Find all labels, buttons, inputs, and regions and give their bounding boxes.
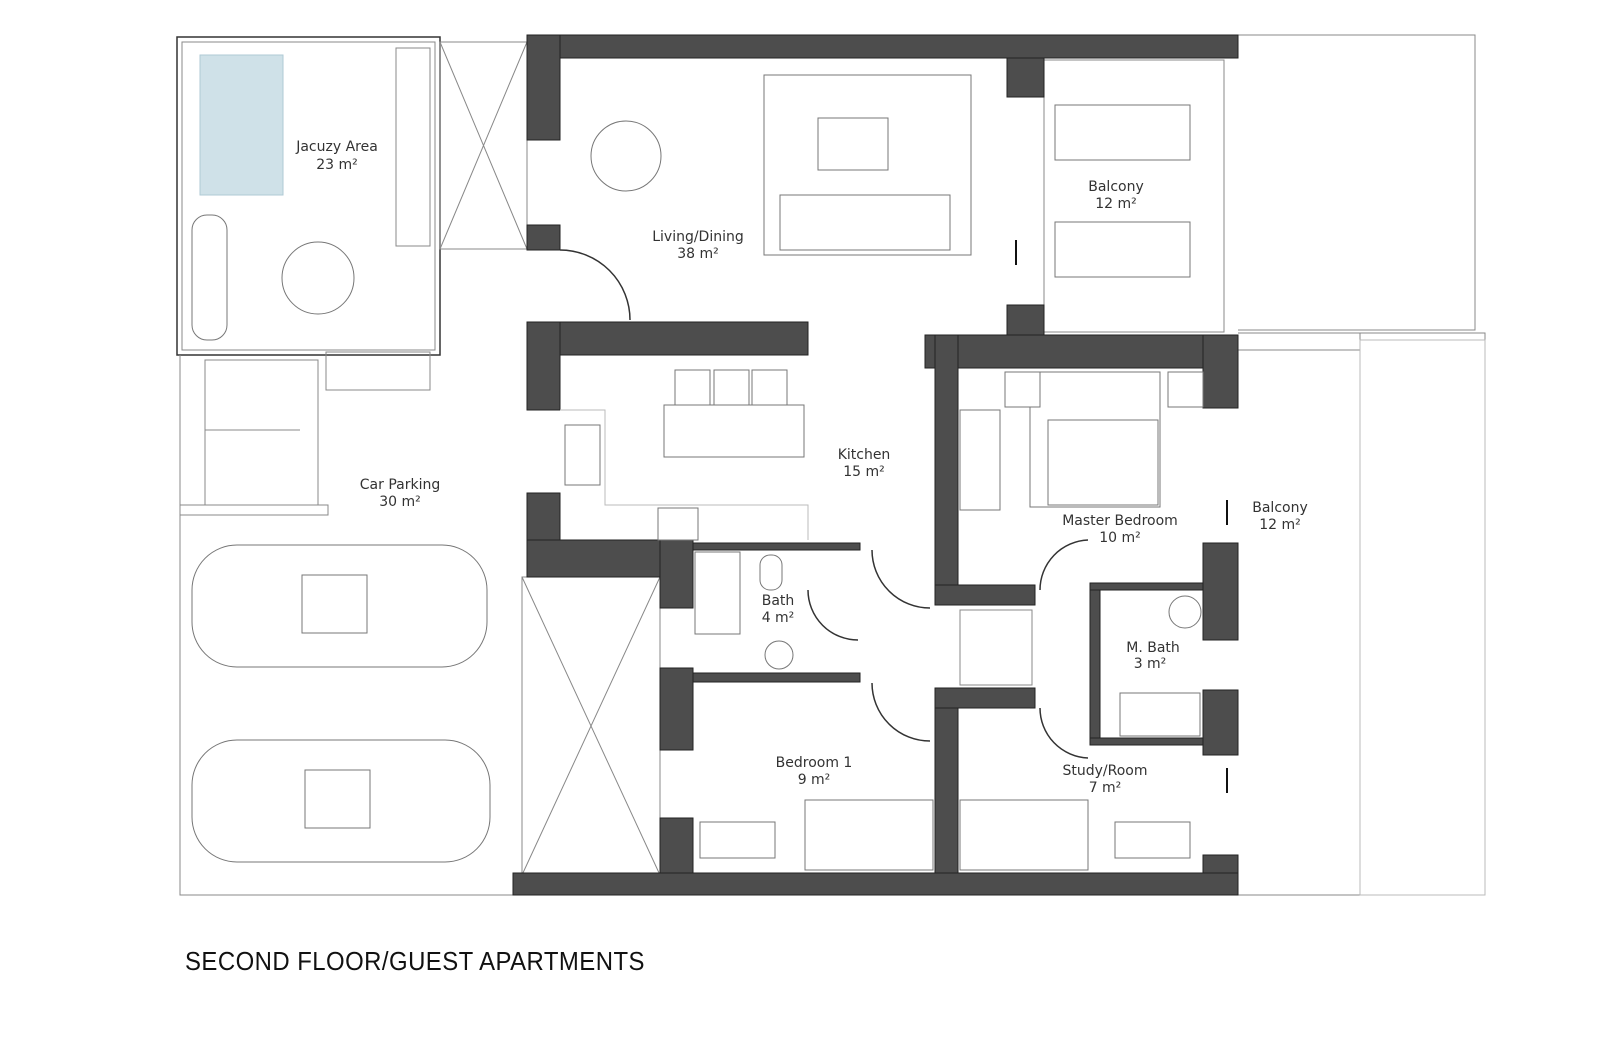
room-area: 7 m²: [1089, 780, 1122, 796]
room-name: Balcony: [1088, 179, 1144, 195]
room-name: Jacuzy Area: [295, 139, 378, 155]
room-area: 10 m²: [1099, 530, 1141, 546]
plan-title: SECOND FLOOR/GUEST APARTMENTS: [185, 946, 645, 976]
room-name: Living/Dining: [652, 229, 744, 245]
walls: [512, 34, 1239, 896]
room-area: 23 m²: [316, 157, 358, 173]
room-name: Bedroom 1: [776, 755, 853, 771]
room-name: Balcony: [1252, 500, 1308, 516]
jacuzzi-pool: [199, 54, 284, 196]
room-area: 12 m²: [1095, 196, 1137, 212]
room-name: Master Bedroom: [1062, 513, 1178, 529]
room-area: 3 m²: [1134, 656, 1167, 672]
room-area: 38 m²: [677, 246, 719, 262]
room-area: 15 m²: [843, 464, 885, 480]
furniture: [191, 74, 1228, 871]
room-area: 12 m²: [1259, 517, 1301, 533]
room-area: 9 m²: [798, 772, 831, 788]
room-name: Bath: [762, 593, 795, 609]
room-name: Study/Room: [1062, 763, 1147, 779]
room-labels: Jacuzy Area 23 m² Living/Dining 38 m² Ba…: [295, 139, 1308, 796]
room-name: M. Bath: [1126, 640, 1180, 656]
room-area: 30 m²: [379, 494, 421, 510]
room-name: Kitchen: [838, 447, 891, 463]
room-area: 4 m²: [762, 610, 795, 626]
room-name: Car Parking: [360, 477, 440, 493]
